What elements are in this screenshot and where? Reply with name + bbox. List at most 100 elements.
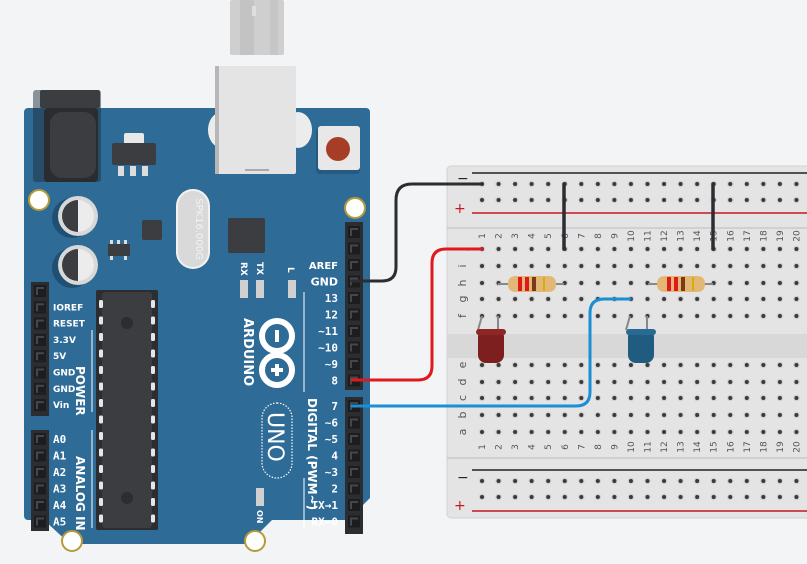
hole-dot — [628, 430, 633, 434]
digital-socket[interactable] — [348, 433, 360, 445]
analog-pin-label: A5 — [53, 516, 66, 529]
analog-pin-label: A0 — [53, 433, 66, 446]
hole-dot — [496, 182, 501, 186]
hole-dot — [711, 413, 716, 417]
hole-dot — [496, 264, 501, 268]
breadboard[interactable]: − + − + 11223344556677889910101111121213… — [446, 165, 807, 519]
digital-socket[interactable] — [348, 482, 360, 495]
digital-pin-label: 13 — [325, 292, 338, 305]
wire-gnd[interactable] — [350, 182, 484, 283]
analog-socket[interactable] — [34, 433, 46, 445]
hole-dot — [645, 430, 650, 434]
led-red[interactable] — [476, 315, 506, 363]
power-socket[interactable] — [34, 285, 46, 297]
hole-dot — [496, 479, 501, 483]
analog-title: ANALOG IN — [73, 456, 87, 531]
chip-pin — [99, 465, 103, 473]
hole-dot — [529, 198, 534, 202]
hole-dot — [678, 363, 683, 367]
power-socket[interactable] — [34, 399, 46, 412]
hole-dot — [513, 198, 518, 202]
arduino-logo: ARDUINO — [240, 318, 295, 388]
mounting-hole — [244, 530, 266, 552]
reset-button[interactable] — [316, 126, 360, 174]
resistor[interactable] — [498, 276, 564, 292]
hole-dot — [678, 297, 683, 301]
column-number: 13 — [677, 230, 687, 241]
hole-dot — [744, 247, 749, 251]
digital-socket[interactable] — [348, 325, 360, 337]
hole-dot — [480, 297, 484, 301]
hole-dot — [529, 413, 534, 417]
digital-socket[interactable] — [348, 466, 360, 478]
hole-dot — [777, 198, 782, 202]
analog-socket[interactable] — [34, 515, 46, 528]
analog-socket[interactable] — [34, 449, 46, 462]
power-socket[interactable] — [34, 301, 46, 314]
hole-dot — [546, 413, 551, 417]
hole-dot — [628, 413, 633, 417]
hole-dot — [678, 430, 683, 434]
digital-socket[interactable] — [348, 242, 360, 255]
power-socket[interactable] — [34, 333, 46, 346]
power-socket[interactable] — [34, 382, 46, 395]
column-number: 16 — [726, 230, 736, 242]
arduino-board[interactable]: SPK16.000G RX TX L ARDUINO — [24, 66, 370, 552]
power-socket[interactable] — [34, 317, 46, 330]
digital-socket[interactable] — [348, 292, 360, 304]
digital-socket[interactable] — [348, 499, 360, 511]
hole-dot — [794, 182, 799, 186]
usb-cable[interactable] — [230, 0, 284, 55]
analog-pin-label: A4 — [53, 499, 67, 512]
wire-pin-8[interactable] — [350, 247, 484, 382]
column-number: 15 — [710, 441, 720, 452]
hole-dot — [513, 297, 518, 301]
column-number: 1 — [478, 444, 488, 450]
digital-socket[interactable] — [348, 226, 360, 238]
resistor[interactable] — [648, 276, 713, 292]
hole-dot — [678, 396, 683, 400]
column-number: 3 — [511, 233, 521, 239]
hole-dot — [662, 198, 667, 202]
column-number: 1 — [478, 233, 488, 239]
hole-dot — [579, 495, 584, 499]
hole-dot — [794, 413, 799, 417]
hole-dot — [513, 182, 518, 186]
power-socket[interactable] — [34, 366, 46, 379]
hole-dot — [645, 198, 650, 202]
chip-pin — [151, 316, 155, 325]
column-number: 10 — [627, 230, 637, 242]
hole-dot — [645, 247, 650, 251]
led-blue[interactable] — [625, 315, 656, 363]
analog-socket[interactable] — [34, 466, 46, 478]
analog-socket[interactable] — [34, 499, 46, 511]
hole-dot — [794, 198, 799, 202]
hole-dot — [695, 182, 700, 186]
hole-dot — [529, 479, 534, 483]
digital-socket[interactable] — [348, 259, 360, 271]
digital-pin-label: 4 — [331, 450, 338, 463]
hole-dot — [662, 314, 667, 318]
hole-dot — [695, 396, 700, 400]
digital-socket[interactable] — [348, 341, 360, 354]
power-socket[interactable] — [34, 350, 46, 363]
digital-socket[interactable] — [348, 449, 360, 462]
hole-dot — [645, 413, 650, 417]
wire-pin-7[interactable] — [350, 297, 632, 408]
digital-socket[interactable] — [348, 358, 360, 370]
hole-dot — [480, 479, 484, 483]
mounting-hole — [61, 530, 83, 552]
digital-socket[interactable] — [348, 515, 360, 528]
hole-dot — [595, 264, 600, 268]
digital-socket[interactable] — [348, 308, 360, 321]
hole-dot — [662, 247, 667, 251]
hole-dot — [546, 396, 551, 400]
hole-dot — [513, 396, 518, 400]
analog-socket[interactable] — [34, 482, 46, 495]
hole-dot — [612, 380, 617, 384]
digital-pin-label: 7 — [331, 400, 338, 413]
hole-dot — [761, 297, 766, 301]
digital-pin-label: AREF — [309, 261, 338, 272]
digital-socket[interactable] — [348, 416, 360, 429]
